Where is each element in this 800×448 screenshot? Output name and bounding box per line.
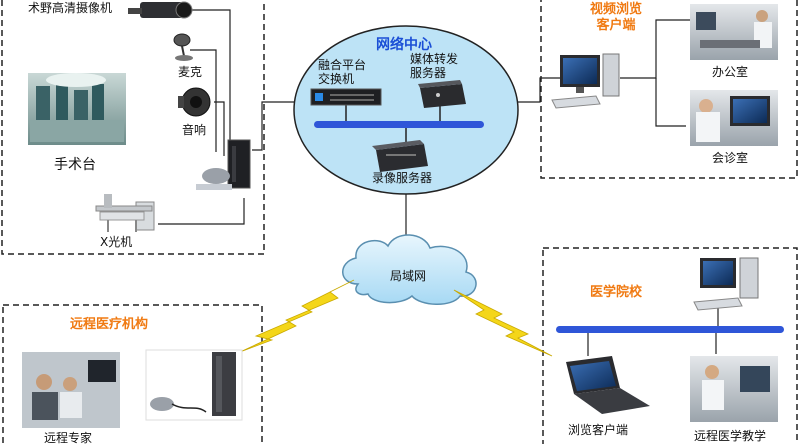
medical-school-title: 医学院校 (590, 285, 643, 300)
office-photo (690, 4, 778, 60)
school-pc-icon (693, 257, 759, 311)
media-server-icon (418, 80, 466, 108)
lightning-left (239, 279, 355, 353)
hd-camera-label: 术野高清摄像机 (28, 1, 113, 15)
consultation-photo (690, 90, 778, 146)
office-label: 办公室 (712, 65, 749, 79)
remote-expert-label: 远程专家 (44, 431, 93, 445)
network-center-title: 网络中心 (376, 37, 432, 53)
xray-machine-icon (95, 194, 155, 232)
remote-institution-box (2, 304, 263, 448)
laptop-icon (566, 356, 650, 414)
teaching-photo (690, 356, 778, 422)
medical-school-box (542, 247, 798, 448)
remote-terminal-photo (145, 349, 243, 421)
recording-server-label: 录像服务器 (372, 171, 433, 185)
lan-label: 局域网 (390, 269, 427, 283)
browse-client-label: 浏览客户端 (568, 423, 629, 437)
medical-school-bus (556, 326, 784, 333)
microphone-label: 麦克 (178, 65, 203, 79)
operating-table-label: 手术台 (54, 157, 96, 173)
hd-camera-icon (128, 1, 193, 19)
remote-institution-title: 远程医疗机构 (70, 317, 149, 332)
xray-label: X光机 (100, 235, 133, 249)
consultation-room-label: 会诊室 (712, 151, 749, 165)
recording-server-icon (372, 140, 428, 172)
video-client-box (540, 0, 798, 179)
operating-room-box (1, 0, 265, 255)
speaker-label: 音响 (182, 123, 207, 137)
video-client-title: 视频浏览 客户端 (590, 2, 643, 33)
network-center-zone (293, 25, 519, 195)
microphone-icon (173, 33, 193, 61)
fusion-switch-icon (310, 88, 382, 106)
network-center-bus (314, 121, 484, 128)
lightning-right (453, 289, 553, 357)
connection-lines (158, 9, 719, 356)
fusion-platform-label: 融合平台 交换机 (318, 58, 367, 86)
video-terminal-icon (196, 139, 251, 190)
remote-expert-photo (22, 352, 120, 428)
operating-room-photo (28, 73, 126, 145)
speaker-icon (178, 87, 211, 117)
lan-cloud (342, 234, 477, 305)
remote-teaching-label: 远程医学教学 (694, 429, 767, 443)
video-client-pc-icon (551, 53, 620, 109)
media-server-label: 媒体转发 服务器 (410, 52, 459, 80)
